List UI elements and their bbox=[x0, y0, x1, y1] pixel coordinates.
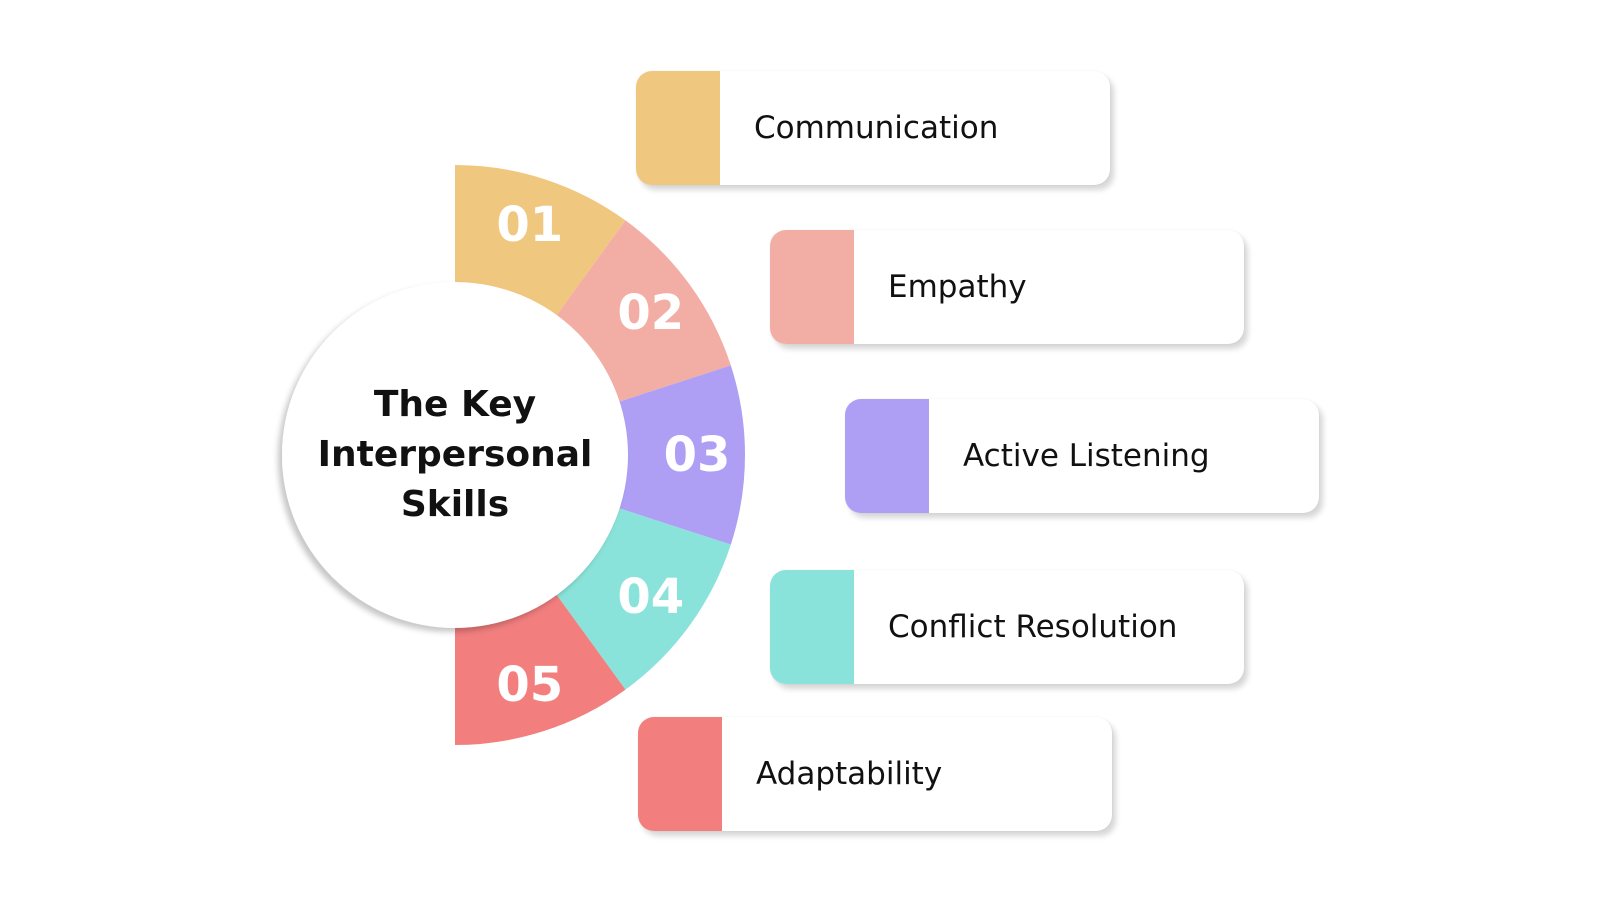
hub-title-line-1: The Key bbox=[373, 384, 537, 425]
skill-swatch bbox=[770, 570, 854, 684]
skill-swatch bbox=[638, 717, 722, 831]
skill-label: Active Listening bbox=[963, 438, 1210, 474]
skill-label: Empathy bbox=[888, 269, 1027, 305]
skill-card-conflict-resolution: Conflict Resolution bbox=[770, 570, 1244, 684]
skill-card-communication: Communication bbox=[636, 71, 1110, 185]
skill-label: Communication bbox=[754, 110, 999, 146]
hub-title-line-2: Interpersonal bbox=[317, 434, 593, 475]
skill-label: Conflict Resolution bbox=[888, 609, 1178, 645]
segment-number: 02 bbox=[617, 285, 684, 341]
segment-number: 05 bbox=[496, 657, 563, 713]
hub-title-line-3: Skills bbox=[400, 484, 510, 525]
hub-title: The Key Interpersonal Skills bbox=[300, 380, 610, 530]
segment-number: 04 bbox=[617, 569, 684, 625]
skill-swatch bbox=[636, 71, 720, 185]
segment-number: 03 bbox=[664, 427, 731, 483]
segment-number: 01 bbox=[496, 197, 563, 253]
skill-card-adaptability: Adaptability bbox=[638, 717, 1112, 831]
skill-card-empathy: Empathy bbox=[770, 230, 1244, 344]
skill-card-active-listening: Active Listening bbox=[845, 399, 1319, 513]
skill-label: Adaptability bbox=[756, 756, 943, 792]
hub-circle bbox=[282, 282, 628, 628]
segment-03 bbox=[597, 365, 745, 545]
skill-swatch bbox=[845, 399, 929, 513]
skill-swatch bbox=[770, 230, 854, 344]
